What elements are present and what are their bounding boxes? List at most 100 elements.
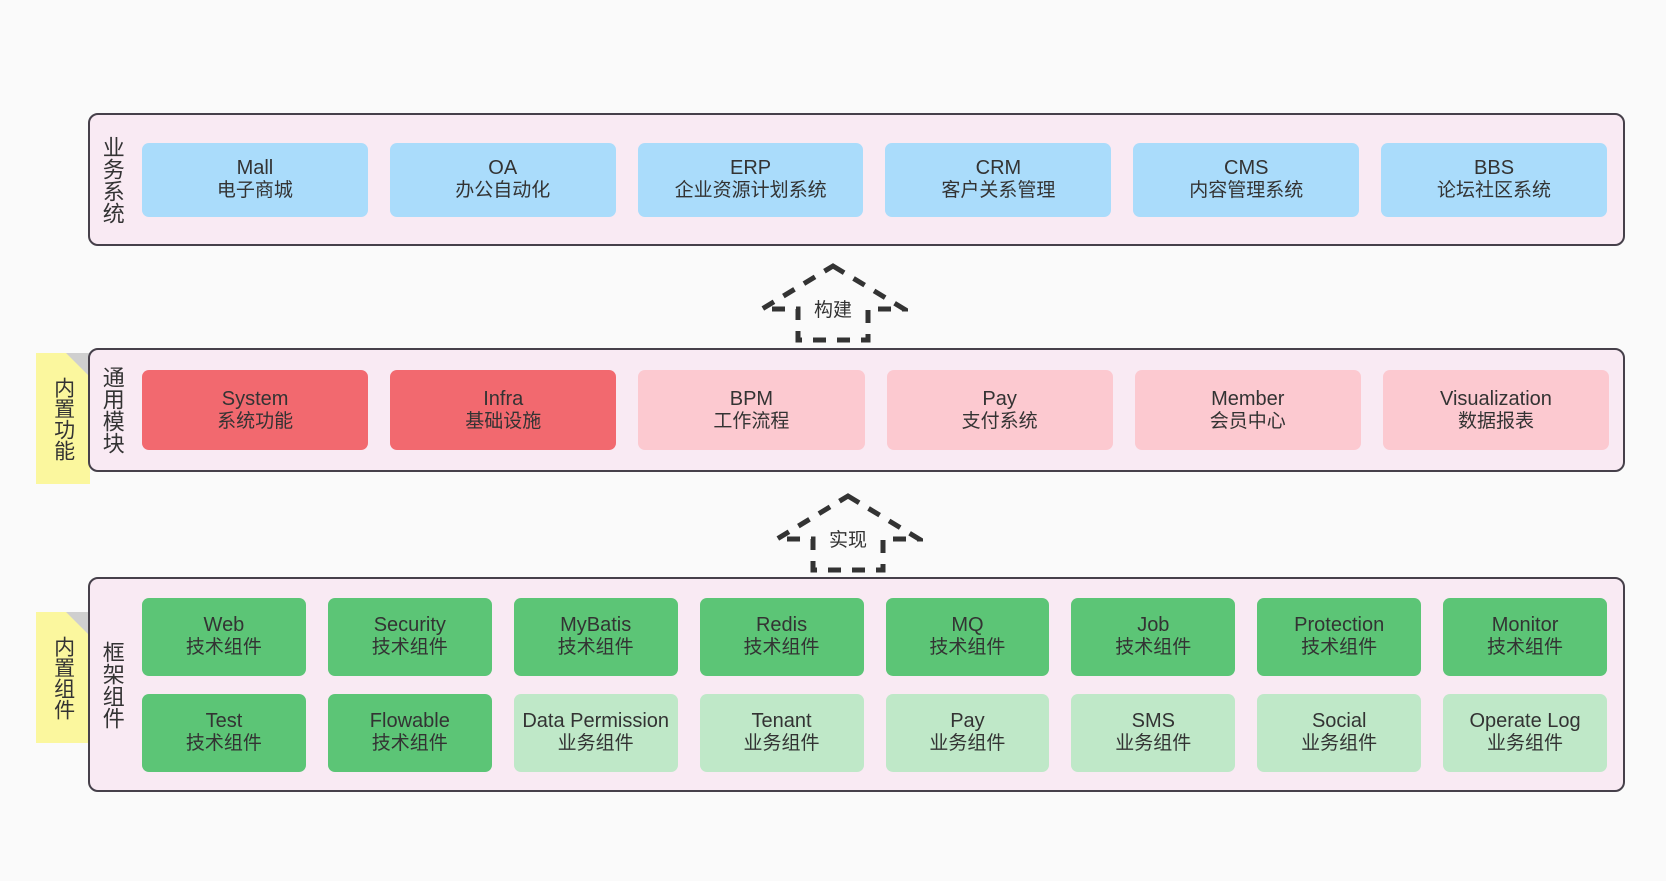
card-infra[interactable]: Infra 基础设施 (390, 370, 617, 450)
card-test[interactable]: Test 技术组件 (142, 693, 306, 772)
note-label: 内置功能 (51, 376, 75, 461)
card-subtitle: 技术组件 (1115, 637, 1192, 659)
card-protection[interactable]: Protection 技术组件 (1257, 597, 1422, 676)
card-mall[interactable]: Mall 电子商城 (142, 142, 368, 217)
card-member[interactable]: Member 会员中心 (1134, 370, 1361, 450)
card-subtitle: 技术组件 (371, 733, 448, 755)
card-title: Redis (755, 614, 808, 637)
card-subtitle: 办公自动化 (455, 180, 551, 202)
card-pay-module[interactable]: Pay 支付系统 (886, 370, 1113, 450)
card-subtitle: 业务组件 (557, 733, 634, 755)
card-mq[interactable]: MQ 技术组件 (885, 597, 1050, 676)
card-title: Pay (950, 710, 985, 733)
card-title: MyBatis (560, 614, 632, 637)
card-flowable[interactable]: Flowable 技术组件 (327, 693, 492, 772)
note-label: 内置组件 (51, 635, 75, 720)
layer-title-business-systems: 业务系统 (99, 135, 125, 224)
note-builtin-functions: 内置功能 (36, 353, 90, 484)
card-sms[interactable]: SMS 业务组件 (1071, 693, 1236, 772)
card-title: BBS (1474, 157, 1515, 180)
card-monitor[interactable]: Monitor 技术组件 (1443, 597, 1607, 676)
card-operate-log[interactable]: Operate Log 业务组件 (1443, 693, 1607, 772)
arrow-build: 构建 (758, 262, 908, 344)
card-bbs[interactable]: BBS 论坛社区系统 (1381, 142, 1607, 217)
card-title: CRM (975, 157, 1022, 180)
card-title: SMS (1131, 710, 1175, 733)
card-subtitle: 支付系统 (961, 410, 1038, 432)
note-builtin-components: 内置组件 (36, 612, 90, 743)
card-title: CMS (1224, 157, 1269, 180)
card-title: Tenant (751, 710, 812, 733)
framework-components-row-2: Test 技术组件 Flowable 技术组件 Data Permission … (142, 693, 1607, 772)
card-subtitle: 技术组件 (743, 637, 820, 659)
card-subtitle: 企业资源计划系统 (674, 180, 827, 202)
card-pay-component[interactable]: Pay 业务组件 (885, 693, 1050, 772)
card-bpm[interactable]: BPM 工作流程 (638, 370, 865, 450)
card-title: Infra (483, 387, 524, 410)
card-title: Data Permission (522, 710, 670, 733)
card-title: MQ (951, 614, 984, 637)
card-subtitle: 客户关系管理 (941, 180, 1056, 202)
card-subtitle: 业务组件 (1487, 733, 1564, 755)
card-title: Social (1311, 710, 1367, 733)
card-subtitle: 技术组件 (371, 637, 448, 659)
card-subtitle: 业务组件 (743, 733, 820, 755)
card-title: Pay (982, 387, 1017, 410)
arrow-implement-label: 实现 (828, 530, 867, 551)
card-web[interactable]: Web 技术组件 (142, 597, 306, 676)
card-subtitle: 会员中心 (1209, 410, 1286, 432)
card-title: Web (203, 614, 245, 637)
card-data-permission[interactable]: Data Permission 业务组件 (513, 693, 678, 772)
card-social[interactable]: Social 业务组件 (1257, 693, 1422, 772)
card-subtitle: 技术组件 (185, 733, 262, 755)
card-crm[interactable]: CRM 客户关系管理 (885, 142, 1112, 217)
layer-framework-components: 框架组件 Web 技术组件 Security 技术组件 MyBatis 技术组件… (88, 577, 1625, 792)
card-title: OA (488, 157, 518, 180)
card-subtitle: 业务组件 (1115, 733, 1192, 755)
card-subtitle: 基础设施 (465, 410, 542, 432)
card-job[interactable]: Job 技术组件 (1071, 597, 1236, 676)
card-title: Test (205, 710, 243, 733)
card-title: Job (1137, 614, 1170, 637)
card-redis[interactable]: Redis 技术组件 (699, 597, 864, 676)
card-tenant[interactable]: Tenant 业务组件 (699, 693, 864, 772)
layer-title-common-modules: 通用模块 (99, 366, 125, 454)
note-fold-icon (66, 612, 90, 636)
card-title: Protection (1294, 614, 1385, 637)
card-subtitle: 业务组件 (929, 733, 1006, 755)
layer-title-framework-components: 框架组件 (99, 640, 125, 729)
card-title: Monitor (1491, 614, 1559, 637)
card-title: ERP (730, 157, 772, 180)
card-subtitle: 技术组件 (185, 637, 262, 659)
card-subtitle: 技术组件 (929, 637, 1006, 659)
card-title: Member (1211, 387, 1285, 410)
card-oa[interactable]: OA 办公自动化 (389, 142, 616, 217)
card-subtitle: 业务组件 (1301, 733, 1378, 755)
card-cms[interactable]: CMS 内容管理系统 (1133, 142, 1360, 217)
layer-business-systems: 业务系统 Mall 电子商城 OA 办公自动化 ERP 企业资源计划系统 CRM (88, 113, 1625, 246)
card-subtitle: 电子商城 (216, 180, 293, 202)
card-erp[interactable]: ERP 企业资源计划系统 (637, 142, 864, 217)
card-title: Flowable (369, 710, 450, 733)
note-fold-icon (66, 353, 90, 377)
layer-common-modules: 通用模块 System 系统功能 Infra 基础设施 BPM 工作流程 Pay (88, 348, 1625, 472)
framework-components-row-1: Web 技术组件 Security 技术组件 MyBatis 技术组件 Redi… (142, 597, 1607, 676)
layer-body-framework-components: Web 技术组件 Security 技术组件 MyBatis 技术组件 Redi… (134, 579, 1623, 790)
business-systems-row: Mall 电子商城 OA 办公自动化 ERP 企业资源计划系统 CRM 客户关系… (142, 142, 1607, 217)
card-title: Operate Log (1469, 710, 1581, 733)
card-subtitle: 数据报表 (1457, 410, 1534, 432)
card-system[interactable]: System 系统功能 (142, 370, 369, 450)
layer-body-business-systems: Mall 电子商城 OA 办公自动化 ERP 企业资源计划系统 CRM 客户关系… (134, 115, 1623, 244)
layer-body-common-modules: System 系统功能 Infra 基础设施 BPM 工作流程 Pay 支付系统… (134, 350, 1623, 470)
card-security[interactable]: Security 技术组件 (327, 597, 492, 676)
arrow-build-label: 构建 (813, 300, 852, 321)
card-subtitle: 技术组件 (557, 637, 634, 659)
card-mybatis[interactable]: MyBatis 技术组件 (513, 597, 678, 676)
card-title: Security (373, 614, 446, 637)
card-subtitle: 技术组件 (1301, 637, 1378, 659)
arrow-implement: 实现 (773, 492, 923, 574)
common-modules-row: System 系统功能 Infra 基础设施 BPM 工作流程 Pay 支付系统… (142, 370, 1610, 450)
card-subtitle: 技术组件 (1487, 637, 1564, 659)
card-visualization[interactable]: Visualization 数据报表 (1382, 370, 1610, 450)
